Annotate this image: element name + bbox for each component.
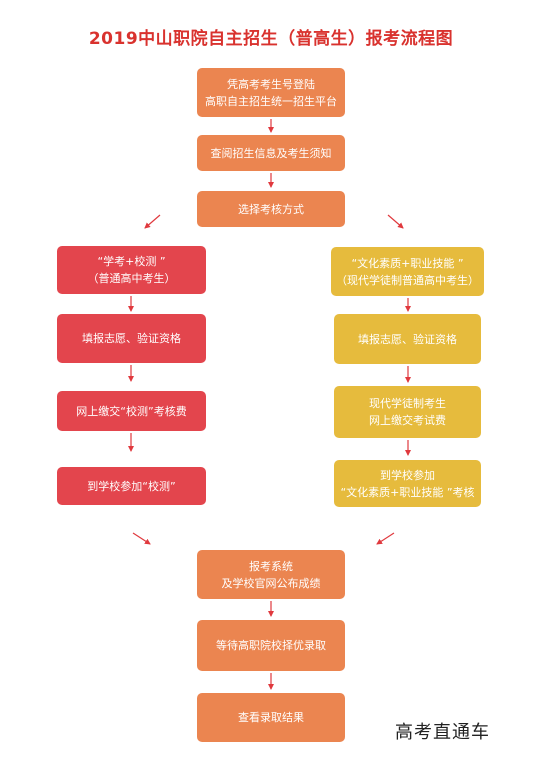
arrow-choose-to-left: [144, 214, 161, 229]
step-login-box: 凭高考考生号登陆 高职自主招生统一招生平台: [197, 68, 345, 117]
left-pay-fee-box: 网上缴交“校测”考核费: [57, 391, 206, 431]
step-login-line1: 凭高考考生号登陆: [227, 77, 315, 91]
step-login-line2: 高职自主招生统一招生平台: [205, 94, 337, 108]
right-header-box: “文化素质+职业技能 ” （现代学徒制普通高中考生）: [331, 247, 484, 296]
left-pay-fee-text: 网上缴交“校测”考核费: [76, 404, 187, 418]
step-check-result-text: 查看录取结果: [238, 711, 304, 724]
left-header-line2: （普通高中考生）: [87, 272, 176, 285]
watermark-text: 高考直通车: [395, 722, 490, 743]
right-fill-verify-box: 填报志愿、验证资格: [334, 314, 481, 364]
right-pay-fee-box: 现代学徒制考生 网上缴交考试费: [334, 386, 481, 438]
left-fill-verify-text: 填报志愿、验证资格: [82, 332, 181, 345]
step-result-announce-box: 报考系统 及学校官网公布成绩: [197, 550, 345, 599]
step-browse-info-box: 查阅招生信息及考生须知: [197, 135, 345, 171]
arrow-left-to-result: [132, 532, 151, 545]
step-wait-admission-text: 等待高职院校择优录取: [216, 639, 326, 652]
right-header-line1: “文化素质+职业技能 ”: [351, 256, 464, 270]
left-fill-verify-box: 填报志愿、验证资格: [57, 314, 206, 363]
left-attend-box: 到学校参加“校测”: [57, 467, 206, 505]
step-result-announce-line2: 及学校官网公布成绩: [221, 576, 321, 590]
left-header-line1: “学考+校测 ”: [97, 255, 166, 268]
step-browse-info-text: 查阅招生信息及考生须知: [210, 146, 332, 160]
page-title: 2019中山职院自主招生（普高生）报考流程图: [88, 29, 454, 49]
right-attend-box: 到学校参加 “文化素质+职业技能 ”考核: [334, 460, 481, 507]
right-attend-line2: “文化素质+职业技能 ”考核: [340, 485, 475, 499]
arrow-choose-to-right: [387, 214, 404, 229]
right-fill-verify-text: 填报志愿、验证资格: [358, 332, 457, 346]
step-choose-method-text: 选择考核方式: [238, 202, 304, 216]
right-pay-fee-line2: 网上缴交考试费: [369, 414, 446, 427]
right-attend-line1: 到学校参加: [380, 468, 435, 482]
step-result-announce-line1: 报考系统: [249, 559, 293, 573]
left-header-box: “学考+校测 ” （普通高中考生）: [57, 246, 206, 294]
step-choose-method-box: 选择考核方式: [197, 191, 345, 227]
right-header-line2: （现代学徒制普通高中考生）: [336, 273, 479, 287]
right-pay-fee-line1: 现代学徒制考生: [369, 397, 446, 410]
step-wait-admission-box: 等待高职院校择优录取: [197, 620, 345, 671]
step-check-result-box: 查看录取结果: [197, 693, 345, 742]
arrow-right-to-result: [376, 532, 395, 545]
left-attend-text: 到学校参加“校测”: [87, 479, 176, 493]
